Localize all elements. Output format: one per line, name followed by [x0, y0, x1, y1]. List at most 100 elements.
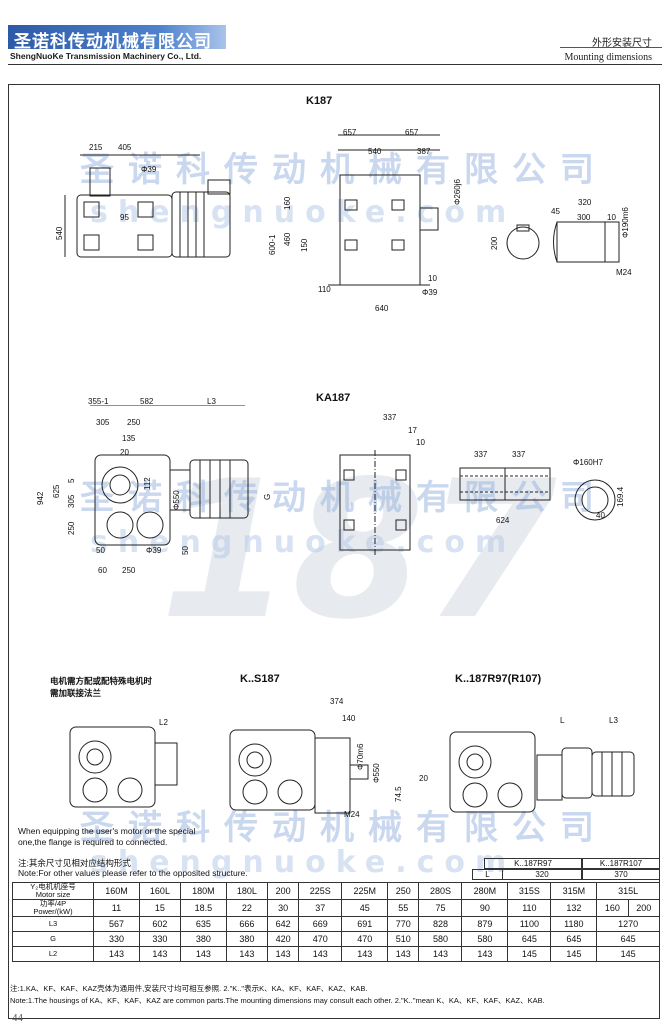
l3-cell: 691 — [341, 916, 389, 932]
table-row-g: G 330 330 380 380 420 470 470 510 580 58… — [12, 931, 660, 947]
k187-front-view — [300, 130, 460, 315]
motor-size-label-cn: Y₂电机机座号 — [30, 882, 76, 891]
l2-cell: 143 — [93, 946, 140, 962]
g-cell: 645 — [507, 931, 552, 947]
l2-cell: 145 — [507, 946, 552, 962]
motor-size-cell: 200 — [266, 882, 300, 900]
dim-20-ks: 20 — [419, 774, 428, 783]
header-divider-short — [560, 47, 662, 48]
dim-10-ka: 10 — [416, 438, 425, 447]
r107-value: 370 — [582, 869, 660, 880]
company-name-en: ShengNuoKe Transmission Machinery Co., L… — [10, 51, 202, 61]
g-cell: 470 — [341, 931, 389, 947]
l3-cell: 1180 — [550, 916, 598, 932]
l2-cell: 143 — [387, 946, 420, 962]
l2-cell: 143 — [138, 946, 181, 962]
l2-cell: 145 — [596, 946, 660, 962]
power-cell: 55 — [387, 899, 420, 917]
dim-200: 200 — [490, 236, 499, 250]
power-label-cn: 功率/4P — [39, 899, 67, 908]
dim-95: 95 — [120, 213, 129, 222]
g-cell: 470 — [298, 931, 343, 947]
dim-m24-ks: M24 — [344, 810, 360, 819]
dim-150: 150 — [300, 238, 309, 252]
kr187-title: K..187R97(R107) — [455, 673, 542, 685]
dim-50: 50 — [96, 546, 105, 555]
dim-phi39: Φ39 — [141, 165, 157, 174]
flange-note-en-line1: When equipping the user's motor or the s… — [18, 826, 196, 836]
l2-cell: 143 — [341, 946, 389, 962]
dim-60: 60 — [98, 566, 107, 575]
dim-74-5: 74.5 — [394, 786, 403, 802]
spec-table: Y₂电机机座号 Motor size 160M 160L 180M 180L 2… — [12, 882, 661, 962]
dim-169-4: 169.4 — [616, 486, 625, 507]
dim-250-v: 250 — [67, 521, 76, 535]
dim-374: 374 — [330, 697, 344, 706]
motor-size-cell: 250 — [387, 882, 420, 900]
l-label: L — [472, 869, 502, 880]
dim-160: 160 — [283, 196, 292, 210]
dim-657-r: 657 — [405, 128, 419, 137]
motor-size-cell: 315M — [550, 882, 598, 900]
power-cell: 18.5 — [179, 899, 227, 917]
table-row-motor-size: Y₂电机机座号 Motor size 160M 160L 180M 180L 2… — [12, 882, 660, 900]
k-motor-flange-view — [60, 715, 190, 815]
motor-size-cell: 180L — [225, 882, 268, 900]
l3-cell: 666 — [225, 916, 268, 932]
l2-cell: 145 — [550, 946, 598, 962]
dim-phi190m6: Φ190m6 — [621, 207, 630, 238]
r107-header: K..187R107 — [582, 858, 660, 869]
l3-cell: 669 — [298, 916, 343, 932]
l2-cell: 143 — [225, 946, 268, 962]
l3-cell: 828 — [418, 916, 463, 932]
section-title-en: Mounting dimensions — [564, 52, 652, 63]
dim-10: 10 — [428, 274, 437, 283]
k187-side-view — [60, 140, 270, 300]
power-cell: 160 — [596, 899, 629, 917]
dim-110: 110 — [318, 285, 331, 294]
l2-cell: 143 — [461, 946, 509, 962]
dim-10-shaft: 10 — [607, 213, 616, 222]
k187-title: K187 — [306, 95, 333, 107]
dim-460: 460 — [283, 232, 292, 246]
dim-405: 405 — [118, 143, 132, 152]
table-note-cn: 注:其余尺寸见相对应结构形式 — [18, 858, 131, 868]
power-cell: 75 — [418, 899, 463, 917]
table-row-l2: L2 143 143 143 143 143 143 143 143 143 1… — [12, 946, 660, 962]
dim-m24: M24 — [616, 268, 632, 277]
l3-cell: 1270 — [596, 916, 660, 932]
dim-phi260j6: Φ260j6 — [453, 179, 462, 205]
motor-size-label: Y₂电机机座号 Motor size — [12, 882, 94, 900]
l3-cell: 770 — [387, 916, 420, 932]
dim-112: 112 — [143, 477, 152, 490]
dim-250: 250 — [127, 418, 141, 427]
company-name-cn: 圣诺科传动机械有限公司 — [14, 32, 212, 52]
power-cell: 132 — [550, 899, 598, 917]
dim-250-b: 250 — [122, 566, 136, 575]
page-number: 44 — [12, 1012, 23, 1024]
l2-cell: 143 — [298, 946, 343, 962]
dim-582: 582 — [140, 397, 154, 406]
power-label: 功率/4P Power/(kW) — [12, 899, 94, 917]
motor-size-cell: 225M — [341, 882, 389, 900]
l3-cell: 635 — [179, 916, 227, 932]
k187-shaft-detail — [495, 195, 635, 280]
power-cell: 22 — [225, 899, 268, 917]
power-cell: 90 — [461, 899, 509, 917]
motor-size-cell: 180M — [179, 882, 227, 900]
dim-337-ka: 337 — [383, 413, 397, 422]
dim-phi39-ka: Φ39 — [146, 546, 162, 555]
motor-size-cell: 280S — [418, 882, 463, 900]
g-cell: 380 — [225, 931, 268, 947]
dim-140: 140 — [342, 714, 356, 723]
motor-size-cell: 315L — [596, 882, 660, 900]
dim-l2: L2 — [159, 718, 168, 727]
dim-305: 305 — [96, 418, 110, 427]
motor-size-cell: 225S — [298, 882, 343, 900]
dim-942: 942 — [36, 491, 45, 505]
l3-cell: 879 — [461, 916, 509, 932]
dim-phi160h7: Φ160H7 — [573, 458, 603, 467]
r97-value: 320 — [502, 869, 582, 880]
motor-size-cell: 160M — [93, 882, 140, 900]
g-cell: 645 — [596, 931, 660, 947]
